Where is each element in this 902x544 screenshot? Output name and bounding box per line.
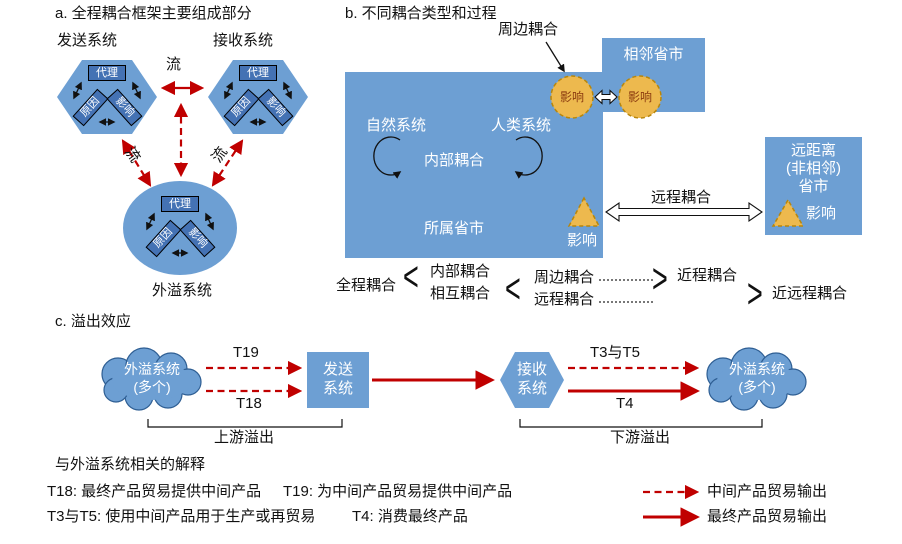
flow-label-top: 流 bbox=[166, 56, 182, 73]
formula-internal-coupling: 内部耦合 bbox=[430, 263, 491, 280]
spillover-left-line2: (多个) bbox=[133, 379, 171, 395]
formula-peripheral-coupling: 周边耦合 bbox=[534, 269, 595, 286]
peripheral-pointer-arrow bbox=[545, 41, 565, 73]
formula-lt-2: < bbox=[505, 265, 521, 312]
legend-intermediate-label: 中间产品贸易输出 bbox=[707, 483, 828, 500]
spillover-cloud-left bbox=[101, 347, 202, 411]
distant-region-line2: (非相邻) bbox=[786, 160, 841, 177]
panel-a-title: a. 全程耦合框架主要组成部分 bbox=[55, 5, 252, 22]
t19-label: T19 bbox=[233, 344, 259, 361]
formula-dotted-line-bottom bbox=[599, 301, 653, 303]
t3t5-definition: T3与T5: 使用中间产品用于生产或再贸易 bbox=[47, 508, 316, 525]
t18-definition: T18: 最终产品贸易提供中间产品 bbox=[47, 483, 262, 500]
distant-region-line1: 远距离 bbox=[790, 142, 836, 159]
formula-lt-1: < bbox=[403, 253, 419, 300]
downstream-spillover-label: 下游溢出 bbox=[610, 429, 671, 446]
adjacent-region-label: 相邻省市 bbox=[623, 46, 684, 63]
human-cycle-arrow bbox=[514, 136, 543, 179]
impact-label-circle-home: 影响 bbox=[559, 90, 584, 104]
internal-coupling-label: 内部耦合 bbox=[424, 152, 485, 169]
formula-gt-1: > bbox=[652, 255, 668, 302]
impact-triangle-distant bbox=[771, 198, 805, 227]
flow-arrow-right-diagonal bbox=[211, 139, 244, 187]
formula-near-far-coupling: 近远程耦合 bbox=[772, 285, 848, 302]
agent-box-sending: 代理 bbox=[88, 65, 126, 81]
impact-circle-adjacent bbox=[618, 75, 662, 119]
spillover-cloud-right bbox=[706, 347, 807, 411]
telecoupling-label: 远程耦合 bbox=[651, 189, 712, 206]
sending-system-box-label: 发送 系统 bbox=[307, 352, 369, 408]
distant-region-line3: 省市 bbox=[798, 178, 829, 195]
human-system-label: 人类系统 bbox=[491, 117, 552, 134]
cycle-arrows-sending bbox=[73, 81, 141, 126]
formula-gt-2: > bbox=[747, 270, 763, 317]
impact-triangle-home bbox=[567, 196, 601, 227]
formula-dotted-line-top bbox=[599, 279, 653, 281]
notes-heading: 与外溢系统相关的解释 bbox=[55, 456, 206, 473]
spillover-system-label: 外溢系统 bbox=[152, 282, 213, 299]
upstream-spillover-label: 上游溢出 bbox=[214, 429, 275, 446]
sending-system-label: 发送系统 bbox=[57, 32, 118, 49]
panel-b-title: b. 不同耦合类型和过程 bbox=[345, 5, 497, 22]
peripheral-coupling-label: 周边耦合 bbox=[498, 21, 559, 38]
receiving-line2: 系统 bbox=[516, 380, 547, 397]
legend-final-label: 最终产品贸易输出 bbox=[707, 508, 828, 525]
impact-circle-home bbox=[550, 75, 594, 119]
telecoupling-double-arrow bbox=[605, 201, 763, 223]
natural-system-label: 自然系统 bbox=[366, 117, 427, 134]
t18-label: T18 bbox=[236, 395, 262, 412]
formula-mutual-coupling: 相互耦合 bbox=[430, 285, 491, 302]
formula-near-coupling: 近程耦合 bbox=[677, 267, 738, 284]
formula-full-coupling: 全程耦合 bbox=[336, 277, 397, 294]
receiving-system-hexagon-c bbox=[500, 352, 564, 408]
flow-arrow-left-diagonal bbox=[121, 139, 152, 187]
t19-definition: T19: 为中间产品贸易提供中间产品 bbox=[283, 483, 513, 500]
natural-cycle-arrow bbox=[373, 136, 402, 179]
sending-system-rect bbox=[307, 352, 369, 408]
t4-definition: T4: 消费最终产品 bbox=[352, 508, 468, 525]
agent-box-spillover: 代理 bbox=[161, 196, 199, 212]
t4-label: T4 bbox=[616, 395, 634, 412]
upstream-bracket bbox=[147, 419, 343, 428]
formula-telecoupling: 远程耦合 bbox=[534, 291, 595, 308]
impact-label-triangle-home: 影响 bbox=[566, 232, 597, 249]
peripheral-double-arrow bbox=[594, 89, 618, 105]
spillover-right-line2: (多个) bbox=[738, 379, 776, 395]
impact-label-circle-adjacent: 影响 bbox=[627, 90, 652, 104]
sending-line2: 系统 bbox=[322, 380, 353, 397]
impact-label-triangle-distant: 影响 bbox=[806, 205, 837, 222]
receiving-line1: 接收 bbox=[516, 361, 547, 379]
receiving-system-label: 接收系统 bbox=[213, 32, 274, 49]
t3t5-label: T3与T5 bbox=[590, 344, 641, 361]
sending-line1: 发送 bbox=[322, 361, 353, 379]
cycle-arrows-receiving bbox=[224, 81, 292, 126]
cycle-arrows-spillover bbox=[146, 212, 214, 257]
spillover-left-line1: 外溢系统 bbox=[124, 361, 180, 377]
receiving-system-hex-label: 接收 系统 bbox=[500, 352, 564, 408]
panel-c-title: c. 溢出效应 bbox=[55, 313, 131, 330]
home-region-label: 所属省市 bbox=[424, 220, 485, 237]
agent-box-receiving: 代理 bbox=[239, 65, 277, 81]
spillover-right-line1: 外溢系统 bbox=[729, 361, 785, 377]
downstream-bracket bbox=[519, 419, 763, 428]
